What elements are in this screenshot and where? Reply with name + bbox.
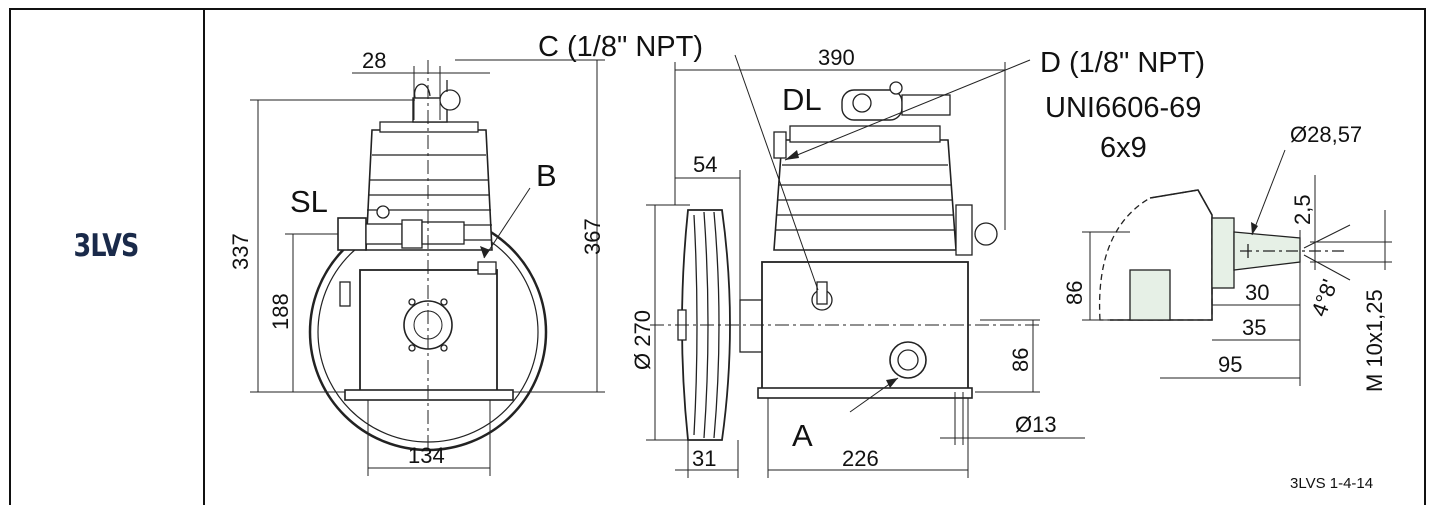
label-standard: UNI6606-69 — [1045, 92, 1201, 124]
label-dl: DL — [782, 82, 822, 117]
dim-pulley-diameter: Ø 270 — [630, 310, 655, 370]
dim-taper: 4°8' — [1306, 276, 1342, 320]
column-divider — [203, 8, 205, 505]
side-dimensions — [646, 54, 1085, 478]
dim-front-134: 134 — [408, 443, 445, 468]
dim-detail-86: 86 — [1062, 281, 1087, 305]
label-c: C (1/8" NPT) — [538, 31, 703, 63]
dim-side-54: 54 — [693, 152, 717, 177]
dim-front-top: 28 — [362, 48, 386, 73]
dim-shaft-95: 95 — [1218, 352, 1242, 377]
dim-shaft-35: 35 — [1242, 315, 1266, 340]
label-a: A — [792, 418, 813, 453]
dim-thread: M 10x1,25 — [1362, 289, 1387, 392]
dim-side-226: 226 — [842, 446, 879, 471]
model-name: 3LVS — [73, 228, 139, 264]
dim-front-367: 367 — [580, 218, 605, 255]
shaft-detail — [1098, 189, 1345, 321]
front-dimensions — [250, 59, 605, 476]
table-frame — [9, 8, 1426, 505]
label-sl: SL — [290, 184, 328, 219]
dim-front-188: 188 — [268, 293, 293, 330]
dim-side-86: 86 — [1008, 348, 1033, 372]
dim-shaft-30: 30 — [1245, 280, 1269, 305]
detail-dimensions — [1082, 149, 1392, 386]
label-d: D (1/8" NPT) — [1040, 47, 1205, 79]
dim-side-390: 390 — [818, 45, 855, 70]
label-key: 6x9 — [1100, 132, 1147, 164]
dim-bolt-hole: Ø13 — [1015, 412, 1057, 437]
dim-keyway: 2,5 — [1290, 194, 1315, 225]
label-b: B — [536, 158, 557, 193]
drawing-reference: 3LVS 1-4-14 — [1290, 475, 1373, 492]
side-view — [677, 81, 998, 441]
dim-front-337: 337 — [228, 233, 253, 270]
dim-side-31: 31 — [692, 446, 716, 471]
dim-shaft-diameter: Ø28,57 — [1290, 122, 1362, 147]
